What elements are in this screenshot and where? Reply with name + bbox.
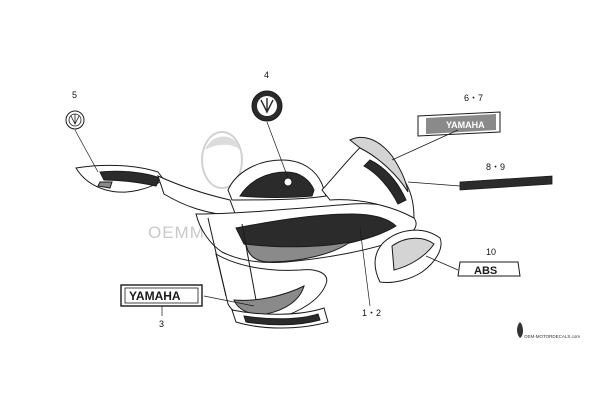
- frame-line: [207, 217, 257, 301]
- decal-emblem-small: [65, 110, 85, 130]
- tail-light: [97, 181, 113, 189]
- nose-stripe: [363, 159, 407, 205]
- lower-cowl-panel: [233, 285, 305, 315]
- callout-8-9: 8・9: [486, 162, 505, 172]
- rear-subframe: [157, 175, 237, 217]
- decal-abs-label: ABS: [474, 265, 497, 277]
- motorcycle-body: [75, 136, 442, 329]
- decal-yamaha-plate: YAMAHA: [120, 284, 203, 307]
- decal-yamaha-stripe: YAMAHA: [417, 111, 501, 137]
- fender-stripe: [391, 237, 435, 271]
- decal-emblem-large: [251, 90, 283, 122]
- credit-text: OEM-MOTORDECALS.com: [524, 334, 580, 339]
- callout-5: 5: [72, 90, 77, 100]
- windscreen: [349, 136, 409, 193]
- decal-abs-badge: ABS: [457, 261, 521, 277]
- callout-1-2: 1・2: [362, 308, 381, 318]
- decal-thin-stripe: [459, 175, 553, 191]
- credit-mark: OEM-MOTORDECALS.com: [517, 322, 580, 339]
- tail-stripe: [99, 170, 161, 187]
- decal-yamaha-plate-label: YAMAHA: [129, 289, 181, 303]
- callouts: 5 4 6・7 8・9 10 3 1・2: [72, 70, 505, 329]
- callout-10: 10: [486, 247, 496, 257]
- callout-3: 3: [159, 319, 164, 329]
- tank-badge-icon: [283, 177, 293, 187]
- tank-panel: [239, 171, 315, 198]
- callout-4: 4: [264, 70, 269, 80]
- belly-pan-stripe: [243, 313, 321, 326]
- decal-yamaha-stripe-label: YAMAHA: [446, 120, 485, 130]
- leader-lines: [74, 121, 461, 316]
- callout-6-7: 6・7: [464, 93, 483, 103]
- fairing-mid-panel: [245, 241, 351, 263]
